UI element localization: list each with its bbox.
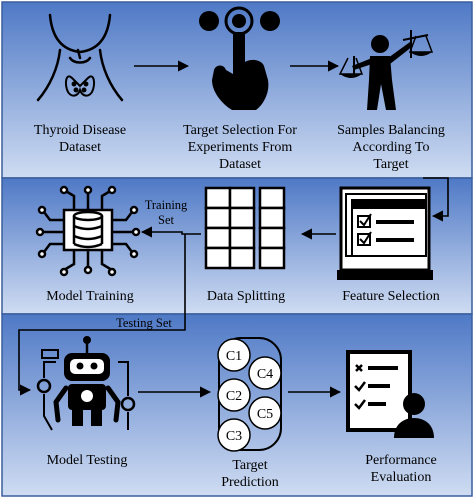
class-label-c4: C4 — [257, 367, 273, 382]
arrow-splitting-training-set — [140, 226, 201, 238]
label-data-splitting: Data Splitting — [206, 289, 286, 304]
class-circle-c2 — [217, 378, 251, 412]
evaluation-clipboard-icon — [346, 350, 434, 438]
class-label-c2: C2 — [226, 389, 242, 404]
robot-icon — [36, 336, 136, 431]
class-circle-c5 — [248, 396, 282, 430]
arrow-splitting-testing-set — [18, 234, 186, 396]
circuit-database-icon — [35, 185, 141, 277]
label-target-selection: Target Selection For Experiments From Da… — [183, 123, 297, 172]
class-circles-icon: C1 C2 C3 C4 C5 — [217, 337, 282, 452]
tap-hand-icon — [199, 6, 280, 110]
label-samples-balancing: Samples Balancing According To Target — [337, 123, 445, 172]
label-target-prediction: Target Prediction — [221, 458, 279, 490]
label-model-training: Model Training — [46, 289, 134, 304]
class-circle-c3 — [217, 418, 251, 452]
class-label-c5: C5 — [257, 407, 273, 422]
label-performance-evaluation: Performance Evaluation — [365, 453, 437, 485]
edge-label-training-set: Training Set — [144, 198, 188, 227]
label-feature-selection: Feature Selection — [342, 289, 440, 304]
class-circle-c4 — [248, 356, 282, 390]
label-thyroid-dataset: Thyroid Disease Dataset — [33, 123, 127, 155]
arrow-balancing-to-feature-selection — [423, 177, 449, 222]
checklist-windows-icon — [337, 186, 433, 280]
flow-arrows — [18, 60, 449, 398]
label-model-testing: Model Testing — [46, 453, 128, 468]
grid-split-icon — [204, 186, 286, 270]
class-label-c1: C1 — [226, 349, 242, 364]
edge-label-testing-set: Testing Set — [116, 316, 172, 330]
balance-person-icon — [338, 30, 434, 110]
class-label-c3: C3 — [226, 429, 242, 444]
thyroid-neck-icon — [36, 13, 124, 102]
class-circle-c1 — [217, 338, 251, 372]
